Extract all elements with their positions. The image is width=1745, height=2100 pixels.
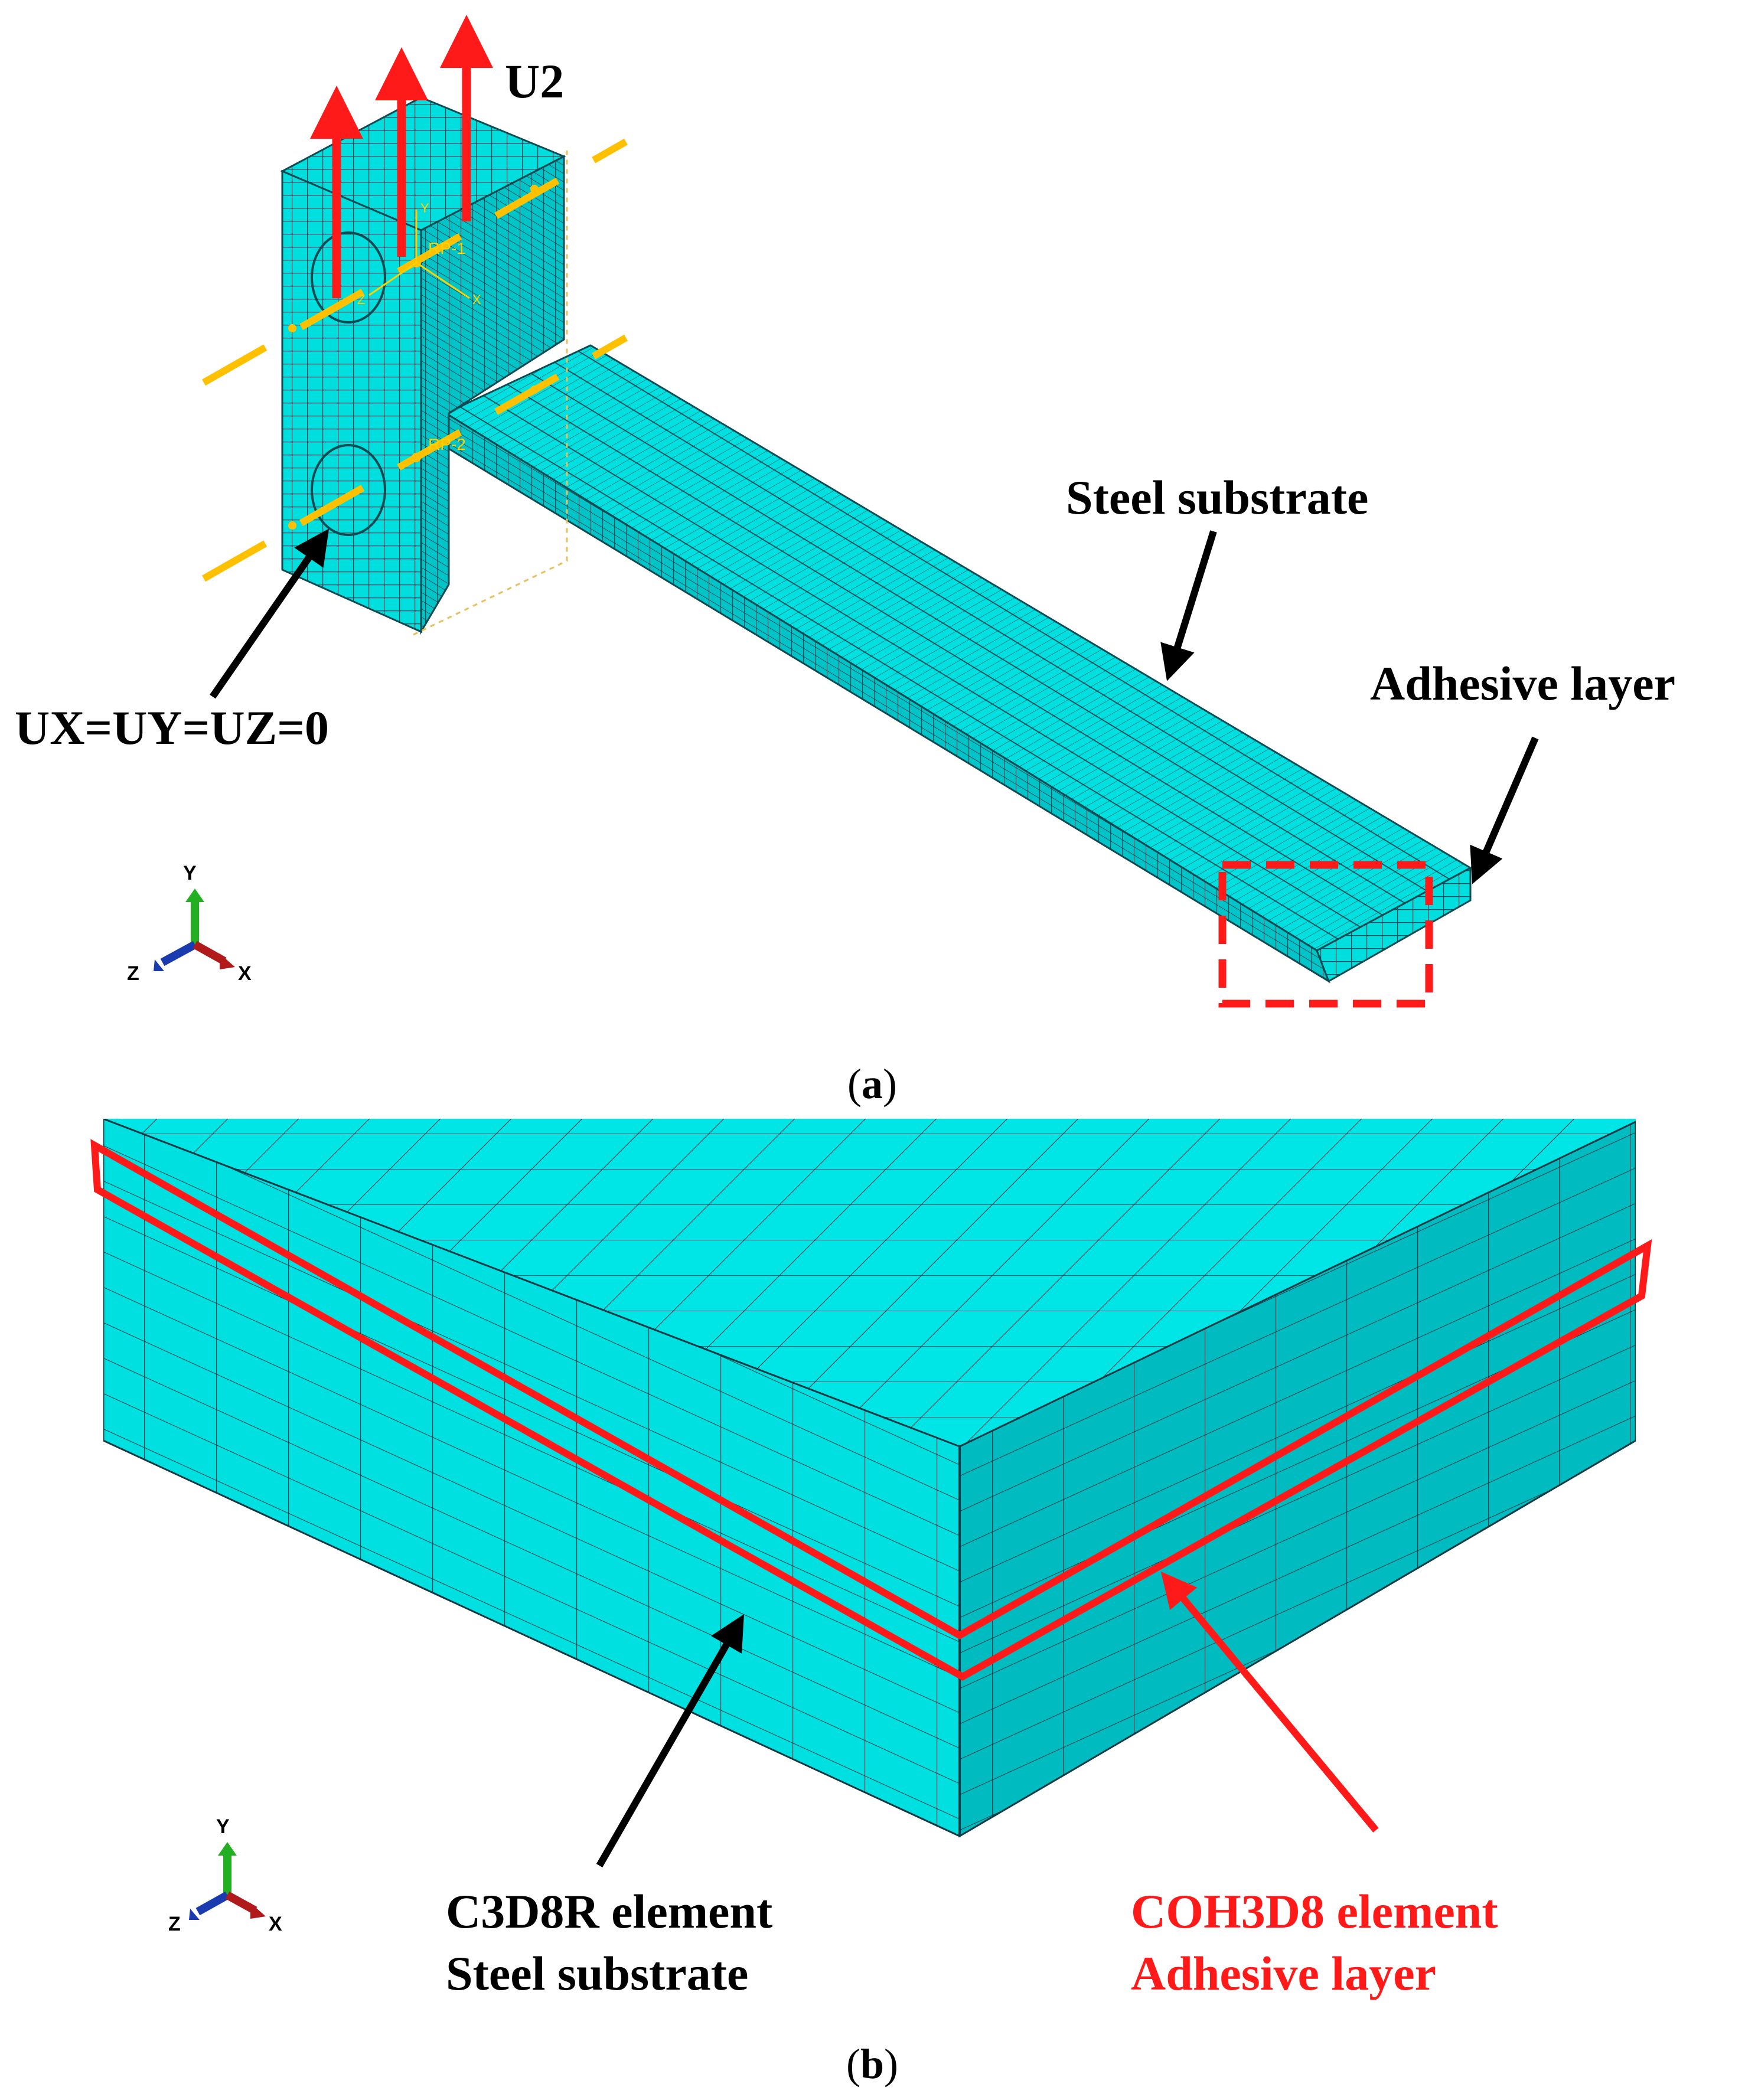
c3d8r-arrow	[596, 1614, 744, 1867]
triad-b-z: Z	[168, 1913, 181, 1935]
ref-point-2-label: RP-2	[428, 435, 466, 453]
triad-b-y: Y	[216, 1815, 230, 1838]
caption-b: (b)	[846, 2040, 898, 2088]
coh3d8-label-line1: COH3D8 element	[1131, 1885, 1498, 1938]
c3d8r-label-line1: C3D8R element	[446, 1885, 772, 1938]
triad-a-x: X	[238, 962, 252, 985]
local-csys	[368, 210, 470, 299]
local-axis-y-label: Y	[420, 201, 429, 215]
ref-point-dot	[412, 453, 421, 462]
ref-point-1-label: RP-1	[428, 239, 466, 257]
boundary-arrow	[210, 528, 330, 699]
triad-a-y: Y	[183, 862, 197, 884]
pin-hole-upper	[311, 231, 386, 324]
c3d8r-label-line2: Steel substrate	[446, 1946, 748, 2000]
zoom-top-face	[103, 1119, 1636, 1446]
pin-hole-lower	[311, 444, 386, 536]
ref-point-dot	[530, 185, 539, 193]
load-arrows	[310, 15, 493, 298]
ref-point-dot	[530, 386, 539, 394]
adhesive-layer-arrow	[1470, 736, 1539, 884]
steel-substrate-label: Steel substrate	[1066, 471, 1368, 524]
panel-a: RP-1 RP-2 Y X Z U2 UX=UY=UZ=0 Steel subs…	[15, 15, 1675, 1108]
adhesive-layer-label: Adhesive layer	[1370, 657, 1675, 710]
global-triad-a: Y Z X	[127, 862, 252, 985]
block-dashed-outline	[413, 151, 568, 636]
steel-substrate-arrow	[1160, 530, 1217, 681]
beam-body	[443, 344, 1473, 984]
triad-a-z: Z	[127, 962, 139, 985]
ref-point-dot	[288, 521, 296, 530]
local-axis-x-label: X	[472, 292, 481, 307]
detail-zoom-box	[1218, 861, 1433, 1008]
block-side-face	[420, 155, 565, 635]
coh3d8-label-line2: Adhesive layer	[1131, 1946, 1436, 2000]
adhesive-outline	[90, 1139, 1652, 1681]
panel-b: C3D8R element Steel substrate COH3D8 ele…	[90, 1119, 1652, 2088]
loading-block	[280, 96, 568, 636]
triad-b-x: X	[269, 1913, 282, 1935]
global-triad-b: Y Z X	[168, 1815, 282, 1935]
ref-point-dot	[288, 324, 296, 332]
boundary-label: UX=UY=UZ=0	[15, 701, 329, 755]
coh3d8-arrow	[1160, 1571, 1379, 1833]
zoomed-mesh-block	[103, 1119, 1636, 1838]
caption-a: (a)	[847, 1060, 897, 1108]
beam-top-face	[443, 344, 1473, 952]
load-label: U2	[505, 54, 564, 108]
local-axis-z-label: Z	[357, 292, 365, 307]
